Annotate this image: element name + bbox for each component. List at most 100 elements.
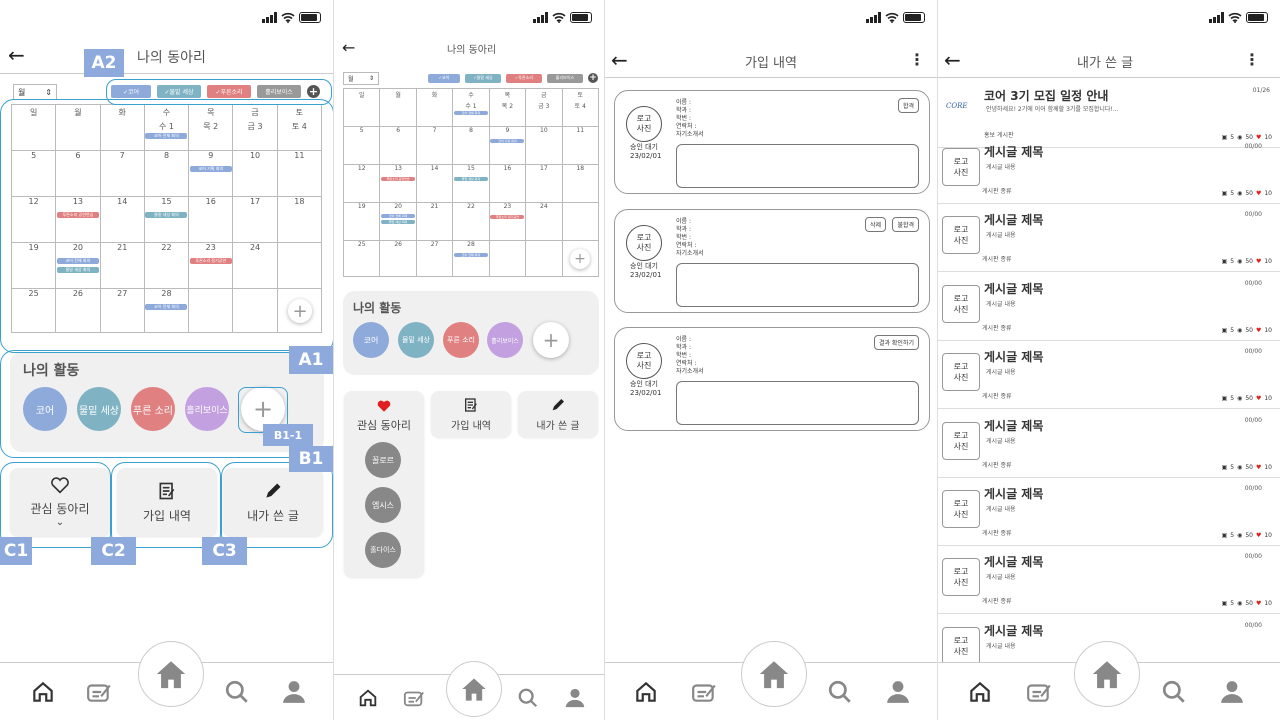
menu-my-posts[interactable]: 내가 쓴 글 xyxy=(223,468,323,536)
day-cell[interactable]: 8 xyxy=(452,126,490,165)
write-icon[interactable] xyxy=(86,679,112,705)
day-cell[interactable]: 18 xyxy=(561,164,600,203)
interest-club[interactable]: 꼴로르 xyxy=(365,442,401,478)
day-cell[interactable]: 17 xyxy=(525,164,563,203)
user-icon[interactable] xyxy=(564,687,586,709)
interest-club[interactable]: 홀다이스 xyxy=(365,532,401,568)
self-intro-box[interactable] xyxy=(676,381,919,425)
day-cell[interactable]: 10 xyxy=(232,150,278,197)
status-button[interactable]: 삭제 xyxy=(864,217,886,232)
status-button[interactable]: 결과 확인하기 xyxy=(873,335,919,350)
event-badge[interactable]: 코어 전체 회의 xyxy=(56,258,99,264)
write-icon[interactable] xyxy=(691,679,717,705)
chip-mulmit[interactable]: ✓물밑 세상 xyxy=(465,73,501,83)
event-badge[interactable]: 물밑 세상 회의 xyxy=(453,177,488,181)
event-badge[interactable]: 코어 전체 회의 xyxy=(145,304,188,310)
status-button[interactable]: 불합격 xyxy=(892,217,919,232)
kebab-menu-icon[interactable]: ⋮ xyxy=(909,50,925,69)
day-cell[interactable]: 6 xyxy=(55,150,101,197)
home-button[interactable] xyxy=(741,641,807,707)
home-button[interactable] xyxy=(446,661,502,717)
day-cell[interactable]: 27 xyxy=(415,240,454,277)
home-outline-icon[interactable] xyxy=(357,687,379,709)
activity-holyvoice[interactable]: 홀리보이스 xyxy=(487,322,523,358)
day-cell[interactable]: 16 xyxy=(488,164,527,203)
year-select[interactable]: 월⇕ xyxy=(343,72,379,85)
write-icon[interactable] xyxy=(1026,679,1052,705)
day-cell[interactable]: 5 xyxy=(10,150,57,197)
back-arrow-icon[interactable]: ← xyxy=(944,48,961,72)
search-icon[interactable] xyxy=(1161,679,1187,705)
day-cell[interactable] xyxy=(232,288,278,333)
day-cell[interactable]: 19 xyxy=(342,202,381,241)
chip-core[interactable]: ✓코어 xyxy=(428,73,460,83)
menu-interest-clubs[interactable]: 관심 동아리 ⌄ xyxy=(10,468,110,536)
event-badge[interactable]: 푸른소리 공연연습 xyxy=(56,212,99,218)
event-badge[interactable]: 물밑 세상 회의 xyxy=(381,220,416,224)
home-outline-icon[interactable] xyxy=(967,679,993,705)
home-outline-icon[interactable] xyxy=(633,679,659,705)
search-icon[interactable] xyxy=(224,679,250,705)
search-icon[interactable] xyxy=(827,679,853,705)
event-badge[interactable]: 푸른소리 정기공연 xyxy=(490,215,525,219)
day-cell[interactable] xyxy=(342,100,381,127)
activity-pureunsori[interactable]: 푸른 소리 xyxy=(443,322,479,358)
chevron-down-icon[interactable]: ⌄ xyxy=(55,517,65,528)
day-cell[interactable]: 25 xyxy=(342,240,381,277)
activity-pureunsori[interactable]: 푸른 소리 xyxy=(131,387,175,431)
interest-club[interactable]: 엠시스 xyxy=(365,487,401,523)
add-event-button[interactable]: + xyxy=(570,249,590,269)
home-outline-icon[interactable] xyxy=(30,679,56,705)
day-cell[interactable]: 토 4 xyxy=(561,100,600,127)
activity-core[interactable]: 코어 xyxy=(353,322,389,358)
day-cell[interactable]: 26 xyxy=(379,240,417,277)
chip-core[interactable]: ✓코어 xyxy=(111,85,151,98)
day-cell[interactable]: 12 xyxy=(342,164,381,203)
day-cell[interactable] xyxy=(379,100,417,127)
self-intro-box[interactable] xyxy=(676,263,919,307)
add-chip-icon[interactable]: + xyxy=(588,73,598,83)
day-cell[interactable] xyxy=(276,242,323,289)
event-badge[interactable]: 코어 기획 회의 xyxy=(189,166,232,172)
menu-join-history[interactable]: 가입 내역 xyxy=(431,391,511,437)
post-item[interactable]: CORE 코어 3기 모집 일정 안내 안녕하세요! 2기에 이어 함께할 3기… xyxy=(938,80,1280,148)
back-arrow-icon[interactable]: ← xyxy=(8,43,25,67)
event-badge[interactable]: 물밑 세상 회의 xyxy=(56,267,99,273)
write-icon[interactable] xyxy=(403,687,425,709)
day-cell[interactable]: 21 xyxy=(415,202,454,241)
day-cell[interactable]: 24 xyxy=(525,202,563,241)
day-cell[interactable]: 금 3 xyxy=(525,100,563,127)
chip-pureunsori[interactable]: ✓푸른소리 xyxy=(506,73,542,83)
kebab-menu-icon[interactable]: ⋮ xyxy=(1244,50,1260,69)
day-cell[interactable]: 10 xyxy=(525,126,563,165)
day-cell[interactable]: 11 xyxy=(561,126,600,165)
day-cell[interactable] xyxy=(525,240,563,277)
chip-mulmit[interactable]: ✓물밑 세상 xyxy=(157,85,201,98)
day-cell[interactable]: 21 xyxy=(99,242,145,289)
day-cell[interactable]: 22 xyxy=(452,202,490,241)
activity-core[interactable]: 코어 xyxy=(23,387,67,431)
menu-join-history[interactable]: 가입 내역 xyxy=(117,468,217,536)
year-select[interactable]: 월⇕ xyxy=(13,84,57,100)
day-cell[interactable]: 6 xyxy=(379,126,417,165)
chip-pureunsori[interactable]: ✓푸른소리 xyxy=(207,85,251,98)
chip-holyvoice[interactable]: 홀리보이스 xyxy=(257,85,301,98)
day-cell[interactable] xyxy=(488,240,527,277)
